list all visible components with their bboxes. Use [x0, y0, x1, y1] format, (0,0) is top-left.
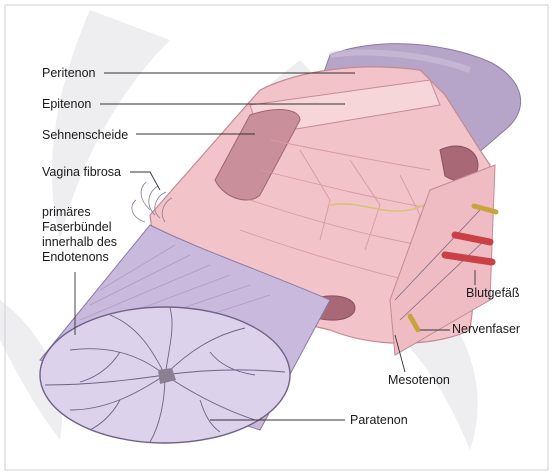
label-mesotenon: Mesotenon [388, 373, 450, 387]
label-faserbuendel-1: primäres [42, 205, 91, 219]
label-faserbuendel-4: Endotenons [42, 250, 109, 264]
label-nervenfaser: Nervenfaser [452, 322, 520, 336]
label-epitenon: Epitenon [42, 97, 91, 111]
label-faserbuendel-3: innerhalb des [42, 235, 117, 249]
label-sehnenscheide: Sehnenscheide [42, 128, 128, 142]
label-paratenon: Paratenon [350, 413, 408, 427]
label-vagina-fibrosa: Vagina fibrosa [42, 165, 121, 179]
label-faserbuendel-2: Faserbündel [42, 220, 112, 234]
label-peritenon: Peritenon [42, 66, 96, 80]
label-blutgefaess: Blutgefäß [466, 286, 520, 300]
